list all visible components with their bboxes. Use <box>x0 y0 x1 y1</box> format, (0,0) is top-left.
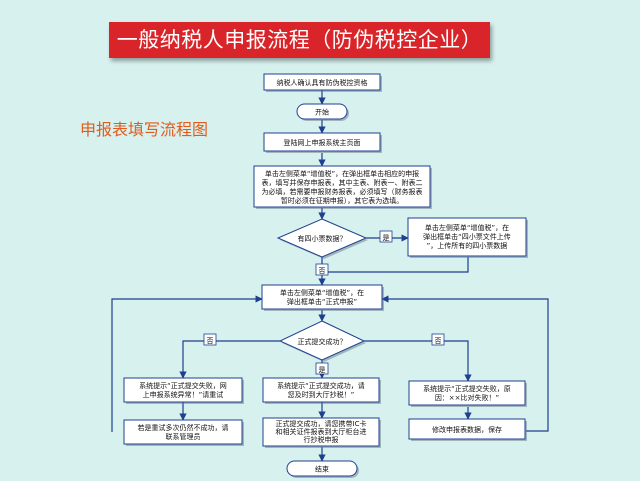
node-qualification-text: 纳税人确认具有防伪税控资格 <box>277 78 368 87</box>
loop-modify <box>381 295 549 432</box>
flow-connectors <box>111 90 549 462</box>
connector-success-fail <box>179 340 280 379</box>
node-login-text: 登陆网上申报系统主页面 <box>284 138 361 147</box>
node-start: 开始 <box>296 103 349 121</box>
node-fill-forms-line-1: 单击左侧菜单“增值税”，在弹出框单击相应的申报 <box>265 169 419 178</box>
node-formal-report-line-1: 单击左侧菜单“增值税”，在 <box>280 288 364 297</box>
node-fail-compare-line-2: 因：××比对失败！” <box>435 393 499 402</box>
node-upload-invoices-line-3: ”，上传所有的四小票数据 <box>427 241 508 250</box>
node-success-hint: 系统提示“正式提交成功，请 您及时到大厅抄税！” <box>262 377 381 404</box>
node-contact-admin-line-2: 联系管理员 <box>166 432 201 441</box>
connector-upload-merge <box>322 257 469 273</box>
node-fail-retry-line-1: 系统提示“正式提交失败，网 <box>139 381 227 390</box>
node-fail-compare: 系统提示“正式提交失败，原 因：××比对失败！” <box>408 380 527 407</box>
label-yes-box <box>379 230 393 243</box>
node-invoice-question-text: 有四小票数据？ <box>298 234 347 243</box>
page-title: 一般纳税人申报流程（防伪税控企业） <box>109 22 490 58</box>
node-upload-invoices-line-2: 弹出框单击“四小票文件上传 <box>423 232 511 241</box>
node-success-question: 正式提交成功？ <box>278 320 366 362</box>
node-formal-report-line-2: 弹出框单击“正式申报” <box>287 297 357 306</box>
label-yes: 是 <box>383 234 390 242</box>
node-success-question-text: 正式提交成功？ <box>298 337 347 346</box>
label-no-box <box>315 263 329 276</box>
node-contact-admin: 若是重试多次仍然不成功，请 联系管理员 <box>123 419 244 446</box>
diagram-subtitle: 申报表填写流程图 <box>80 120 209 139</box>
node-invoice-question: 有四小票数据？ <box>276 218 368 259</box>
node-after-success: 正式提交成功，请您携带IC卡 和相关证件报表到大厅柜台进 行抄税申报 <box>262 417 381 448</box>
node-end-text: 结束 <box>315 465 329 474</box>
node-fill-forms: 单击左侧菜单“增值税”，在弹出框单击相应的申报 表，填写并保存申报表，其中主表、… <box>253 165 432 209</box>
label-no-left-box <box>203 333 217 346</box>
node-fill-forms-line-3: 为必填，若需要申报财务报表，必须填写（财务报表 <box>262 187 423 196</box>
node-fail-retry-line-2: 上申报系统异常！”请重试 <box>143 390 224 399</box>
label-no-right: 否 <box>435 337 442 345</box>
connector-success-compare <box>364 340 472 382</box>
node-modify-forms-text: 修改申报表数据，保存 <box>432 425 502 434</box>
node-contact-admin-line-1: 若是重试多次仍然不成功，请 <box>138 423 229 432</box>
node-after-success-line-2: 和相关证件报表到大厅柜台进 <box>276 427 367 436</box>
label-yes-box-2 <box>315 362 329 375</box>
node-fail-retry: 系统提示“正式提交失败，网 上申报系统异常！”请重试 <box>123 377 244 404</box>
label-no-right-box <box>431 333 445 346</box>
node-upload-invoices: 单击左侧菜单“增值税”，在 弹出框单击“四小票文件上传 ”，上传所有的四小票数据 <box>407 217 528 258</box>
node-after-success-line-1: 正式提交成功，请您携带IC卡 <box>276 419 367 428</box>
node-upload-invoices-line-1: 单击左侧菜单“增值税”，在 <box>425 223 509 232</box>
node-formal-report: 单击左侧菜单“增值税”，在 弹出框单击“正式申报” <box>261 284 384 311</box>
node-modify-forms: 修改申报表数据，保存 <box>408 418 527 441</box>
label-no: 否 <box>319 267 326 275</box>
node-end: 结束 <box>286 460 359 478</box>
loop-retry <box>111 295 263 432</box>
node-qualification: 纳税人确认具有防伪税控资格 <box>263 73 382 92</box>
label-yes-2: 是 <box>319 366 326 374</box>
branch-labels: 是 否 否 是 否 <box>203 230 445 375</box>
node-after-success-line-3: 行抄税申报 <box>304 435 339 444</box>
node-fail-compare-line-1: 系统提示“正式提交失败，原 <box>423 384 511 393</box>
node-fill-forms-line-4: 暂时必须在征期申报），其它表为选填。 <box>281 196 404 205</box>
node-success-hint-line-2: 您及时到大厅抄税！” <box>288 390 355 399</box>
label-no-left: 否 <box>207 337 214 345</box>
node-fill-forms-line-2: 表，填写并保存申报表，其中主表、附表一、附表二 <box>262 178 423 187</box>
node-success-hint-line-1: 系统提示“正式提交成功，请 <box>277 381 365 390</box>
node-start-text: 开始 <box>315 108 329 117</box>
node-login: 登陆网上申报系统主页面 <box>263 132 382 153</box>
